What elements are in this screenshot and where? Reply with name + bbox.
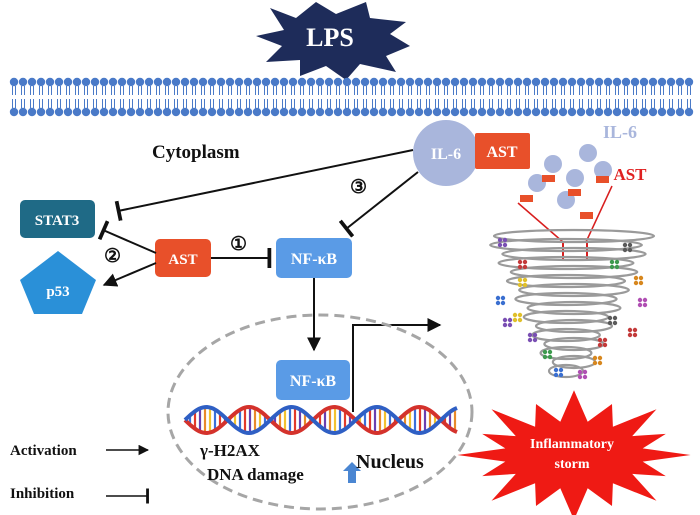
il6-circle — [413, 120, 479, 186]
storm-line1: Inflammatory — [530, 437, 614, 452]
nfkb-nucleus-node: NF-κB — [276, 360, 350, 400]
p53-node: p53 — [20, 251, 96, 314]
il6-ast-complex: IL-6 AST — [413, 120, 530, 186]
step-two: ② — [104, 246, 121, 267]
cytokine-storm-illustration — [489, 228, 656, 380]
lps-label: LPS — [306, 23, 354, 52]
up-arrow-icon — [343, 462, 361, 483]
il6-ast-cluster: IL-6 AST — [517, 122, 647, 261]
step-three: ③ — [350, 177, 367, 198]
lps-badge: LPS — [256, 2, 410, 80]
ast-center-label: AST — [168, 252, 197, 268]
nfkb-cytoplasm-label: NF-κB — [291, 251, 338, 268]
il6-circle-label: IL-6 — [431, 146, 461, 163]
step-one: ① — [230, 234, 247, 255]
cytoplasm-label: Cytoplasm — [152, 142, 240, 163]
stat3-node: STAT3 — [20, 200, 95, 238]
nucleus-boundary — [166, 313, 474, 511]
legend-inhibition-label: Inhibition — [10, 486, 75, 502]
ast-box-top-label: AST — [486, 144, 517, 161]
nfkb-cytoplasm-node: NF-κB — [276, 238, 352, 278]
gamma-h2ax-label: γ-H2AX — [199, 441, 261, 460]
ast-side-label: AST — [613, 165, 647, 184]
inflammatory-storm-badge: Inflammatory storm — [457, 390, 691, 515]
storm-line2: storm — [555, 457, 590, 472]
dna-helix — [183, 404, 458, 436]
legend: Activation Inhibition — [10, 443, 150, 504]
cell-membrane — [9, 77, 694, 117]
ast-box-top — [475, 133, 530, 169]
stat3-label: STAT3 — [35, 213, 79, 229]
p53-label: p53 — [46, 284, 69, 300]
dna-damage-label: DNA damage — [207, 465, 304, 484]
pathway-arrows — [97, 149, 442, 412]
ast-center-node: AST — [155, 239, 211, 277]
il6-side-label: IL-6 — [603, 122, 637, 142]
nucleus-label: Nucleus — [356, 451, 424, 473]
legend-activation-label: Activation — [10, 443, 77, 459]
nfkb-nucleus-label: NF-κB — [290, 373, 337, 390]
